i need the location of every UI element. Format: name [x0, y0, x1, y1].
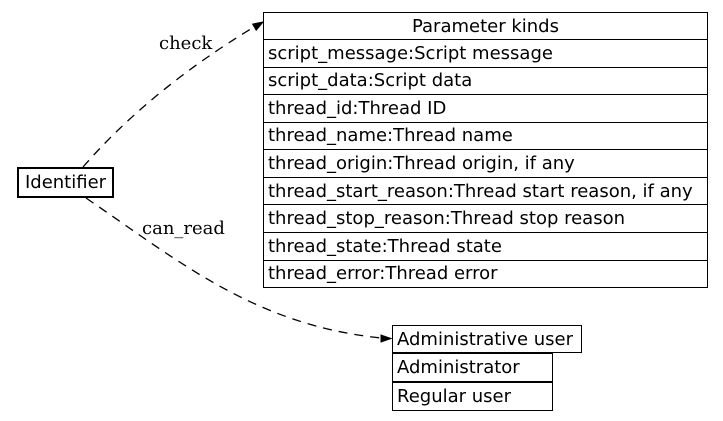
table-row: thread_error:Thread error [264, 259, 707, 288]
identifier-node-label: Identifier [24, 171, 107, 193]
table-row: script_message:Script message [264, 39, 707, 67]
table-row: thread_name:Thread name [264, 121, 707, 150]
arrowhead-icon [251, 21, 265, 32]
table-row: script_data:Script data [264, 66, 707, 95]
table-row: thread_state:Thread state [264, 231, 707, 260]
parameter-kinds-table: Parameter kinds script_message:Script me… [263, 12, 708, 288]
check-edge-line [82, 26, 255, 168]
can-read-edge-line [85, 197, 382, 339]
table-row: Regular user [392, 382, 553, 411]
table-row: thread_stop_reason:Thread stop reason [264, 204, 707, 232]
table-row: thread_start_reason:Thread start reason,… [264, 176, 707, 205]
edge-label-check: check [159, 33, 213, 54]
table-row: thread_id:Thread ID [264, 94, 707, 122]
table-row: thread_origin:Thread origin, if any [264, 149, 707, 177]
table-row: Administrator [392, 353, 553, 382]
identifier-node: Identifier [17, 167, 114, 198]
edge-label-can-read: can_read [142, 218, 225, 239]
user-table-title: Administrative user [392, 325, 582, 353]
arrowhead-icon [380, 334, 393, 343]
parameter-kinds-table-title: Parameter kinds [411, 15, 559, 37]
